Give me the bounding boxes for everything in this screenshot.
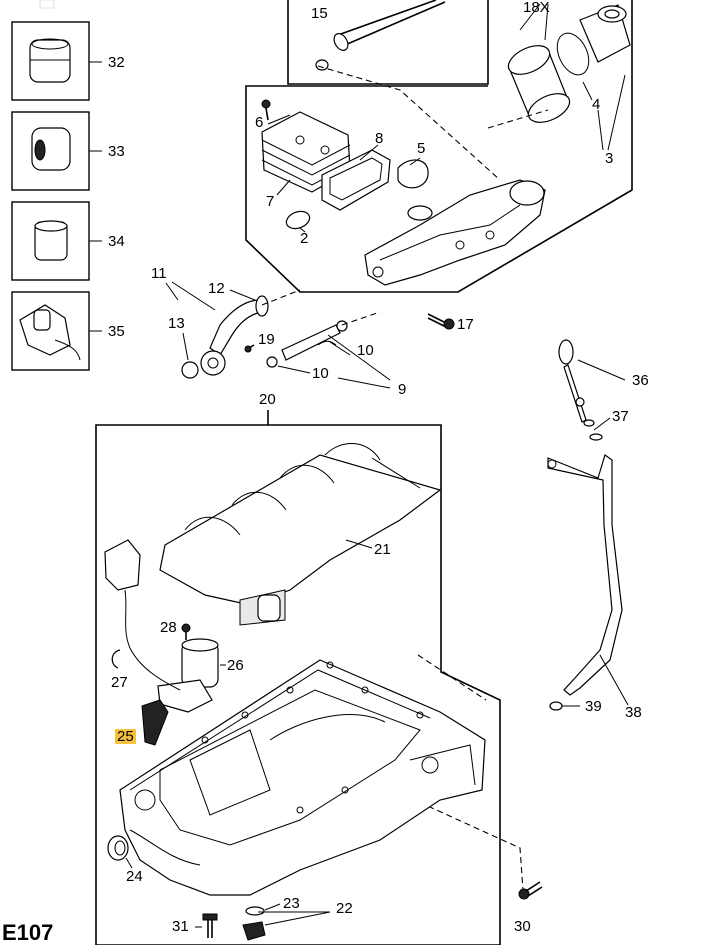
callout-38: 38 xyxy=(625,704,642,721)
callout-11: 11 xyxy=(151,265,167,282)
part-23-washer xyxy=(245,906,265,916)
callout-9: 9 xyxy=(398,381,407,398)
part-6-bolt xyxy=(261,99,271,121)
callout-27: 27 xyxy=(111,674,128,691)
part-5-seal xyxy=(397,159,429,189)
callout-20: 20 xyxy=(259,391,276,408)
oil-filter-housing xyxy=(364,179,546,286)
callout-13: 13 xyxy=(168,315,185,332)
part-38-guide-tube xyxy=(547,454,623,696)
part-33-bushing xyxy=(31,127,71,171)
part-connector-sensor xyxy=(104,539,181,691)
part-13-oring xyxy=(181,361,199,379)
part-28-bolt xyxy=(181,623,191,640)
part-30-bolt xyxy=(518,881,543,900)
callout-12: 12 xyxy=(208,280,225,297)
callout-19: 19 xyxy=(258,331,275,348)
callout-6: 6 xyxy=(255,114,264,131)
part-9-tube xyxy=(266,320,348,368)
callout-33: 33 xyxy=(108,143,125,160)
callout-39: 39 xyxy=(585,698,602,715)
part-2-oring xyxy=(285,210,311,230)
part-oil-pan xyxy=(119,659,486,896)
part-37-clip xyxy=(589,433,603,441)
callout-18x: 18X xyxy=(523,0,550,16)
part-31-bolt xyxy=(202,913,218,938)
callout-34: 34 xyxy=(108,233,125,250)
callout-23: 23 xyxy=(283,895,300,912)
callout-2: 2 xyxy=(300,230,309,247)
callout-10-upper: 10 xyxy=(357,342,374,359)
callout-15: 15 xyxy=(311,5,328,22)
callout-5: 5 xyxy=(417,140,426,157)
callout-32: 32 xyxy=(108,54,125,71)
callout-26: 26 xyxy=(227,657,244,674)
callout-25-highlighted: 25 xyxy=(115,728,136,745)
callout-37: 37 xyxy=(612,408,629,425)
part-21-baffle xyxy=(159,443,442,626)
callout-21: 21 xyxy=(374,541,391,558)
part-36-dipstick xyxy=(558,339,595,427)
part-24-seal xyxy=(107,835,129,861)
callout-3: 3 xyxy=(605,150,614,167)
callout-22: 22 xyxy=(336,900,353,917)
part-15-tube xyxy=(315,0,446,71)
part-3-filter-cap xyxy=(579,4,631,63)
part-34-sleeve xyxy=(34,220,68,261)
part-25-strainer xyxy=(141,699,169,746)
callout-31: 31 xyxy=(172,918,189,935)
callout-30: 30 xyxy=(514,918,531,935)
part-39-oring xyxy=(549,701,563,711)
callout-8: 8 xyxy=(375,130,384,147)
callout-24: 24 xyxy=(126,868,143,885)
frame-oil-filter-top xyxy=(287,0,489,85)
diagram-code: E107 xyxy=(2,920,54,945)
frame-oil-cooler-housing xyxy=(245,0,633,293)
part-4-oil-filter xyxy=(507,32,590,123)
callout-36: 36 xyxy=(632,372,649,389)
callout-28: 28 xyxy=(160,619,177,636)
callout-10-lower: 10 xyxy=(312,365,329,382)
part-27-clip xyxy=(111,649,121,669)
part-12-pipe xyxy=(200,295,269,376)
part-32-valve xyxy=(29,38,71,83)
callout-7: 7 xyxy=(266,193,275,210)
part-26-pump xyxy=(157,638,219,713)
part-22-drain-plug xyxy=(242,921,266,941)
callout-4: 4 xyxy=(592,96,601,113)
callout-17: 17 xyxy=(457,316,474,333)
part-17-bolt xyxy=(427,313,455,330)
part-35-sensor xyxy=(19,304,81,361)
part-19-bolt xyxy=(244,344,255,353)
callout-35: 35 xyxy=(108,323,125,340)
